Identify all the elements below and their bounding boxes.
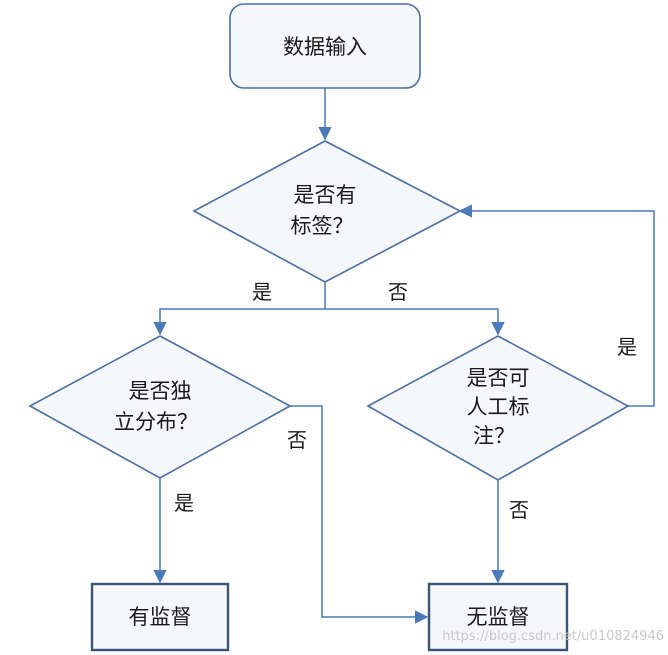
label-has-label-no: 否	[388, 280, 408, 304]
node-supervised: 有监督	[90, 582, 230, 652]
edge-iid-no	[290, 405, 429, 624]
node-can-label-line-3: 注？	[473, 424, 515, 448]
node-can-label-line-1: 是否可	[467, 366, 530, 390]
edge-has-label-no	[325, 308, 505, 336]
label-iid-yes: 是	[174, 491, 194, 515]
node-unsupervised-label: 无监督	[467, 605, 530, 629]
node-unsupervised: 无监督	[427, 582, 569, 652]
label-has-label-yes: 是	[252, 280, 272, 304]
node-supervised-label: 有监督	[129, 605, 192, 629]
node-can-label-line-2: 人工标	[467, 395, 530, 419]
watermark: https://blog.csdn.net/u010824946	[442, 629, 664, 644]
label-iid-no: 否	[287, 428, 307, 452]
node-can-label: 是否可 人工标 注？	[366, 335, 630, 481]
node-iid-line-2: 立分布？	[114, 410, 198, 434]
node-has-label: 是否有 标签？	[192, 140, 462, 283]
edge-has-label-yes	[153, 308, 325, 336]
node-has-label-line-2: 标签？	[291, 214, 354, 238]
edge-can-label-yes	[458, 204, 655, 407]
node-data-input-label: 数据输入	[283, 35, 367, 59]
node-data-input: 数据输入	[229, 3, 421, 89]
label-can-label-no: 否	[509, 498, 529, 522]
label-can-label-yes: 是	[617, 335, 637, 359]
node-has-label-line-1: 是否有	[294, 183, 357, 207]
node-iid-line-1: 是否独	[129, 379, 192, 403]
node-iid: 是否独 立分布？	[28, 335, 292, 479]
edges	[153, 88, 655, 624]
